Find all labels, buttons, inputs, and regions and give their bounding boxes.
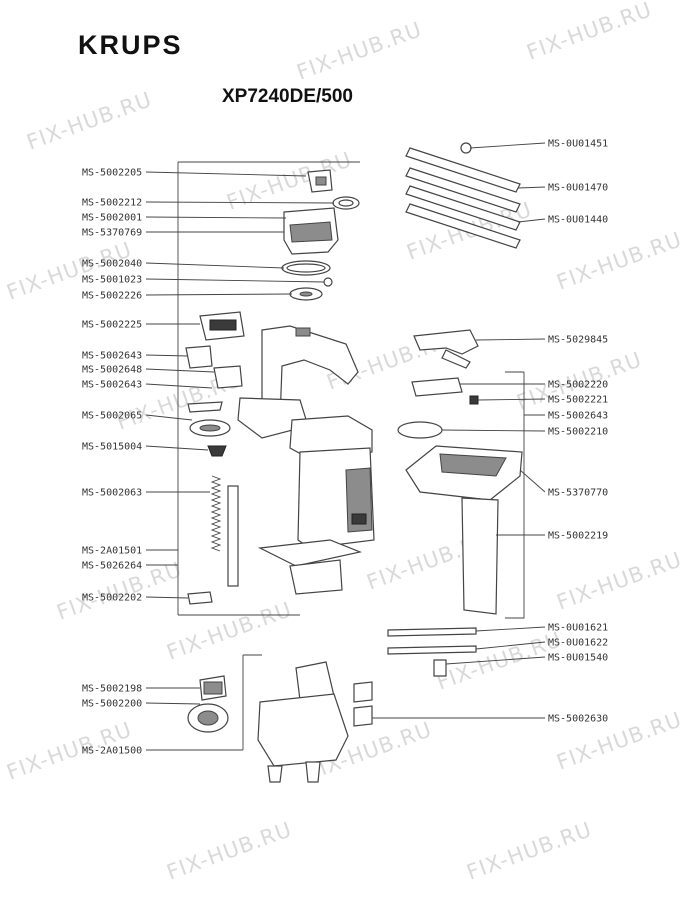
leader-line	[469, 142, 546, 149]
part-label-right: MS-0U01622	[548, 638, 608, 649]
part-label-left: MS-5002226	[82, 291, 142, 302]
part-label-left: MS-5002643	[82, 380, 142, 391]
leader-line	[475, 626, 546, 632]
part-label-left: MS-5002202	[82, 593, 142, 604]
watermark-text: FIX-HUB.RU	[294, 17, 426, 84]
part-label-left: MS-5002063	[82, 488, 142, 499]
leader-line	[145, 368, 215, 373]
leader-line	[145, 201, 335, 204]
part-label-left: MS-2A01500	[82, 746, 142, 757]
part-label-left: MS-5002648	[82, 365, 142, 376]
spring-and-tube	[187, 475, 239, 605]
leader-line	[475, 641, 546, 650]
watermark-text: FIX-HUB.RU	[164, 597, 296, 664]
part-label-right: MS-5002220	[548, 380, 608, 391]
bottom-assembly	[187, 661, 373, 783]
part-label-left: MS-5002212	[82, 198, 142, 209]
part-label-right: MS-0U01440	[548, 215, 608, 226]
part-label-left: MS-5002001	[82, 213, 142, 224]
brand-logo: KRUPS	[78, 30, 183, 60]
leader-line	[517, 186, 546, 189]
part-label-left: MS-5026264	[82, 561, 142, 572]
leader-line	[475, 338, 546, 341]
watermark-text: FIX-HUB.RU	[554, 547, 686, 614]
leader-line	[145, 445, 209, 451]
watermark-text: FIX-HUB.RU	[524, 0, 656, 65]
part-label-right: MS-0U01470	[548, 183, 608, 194]
leader-line	[145, 171, 307, 177]
part-label-right: MS-0U01540	[548, 653, 608, 664]
part-label-left: MS-5002643	[82, 351, 142, 362]
heating-tubes	[405, 142, 521, 249]
part-label-right: MS-5002630	[548, 714, 608, 725]
part-label-left: MS-5002040	[82, 259, 142, 270]
part-label-left: MS-5015004	[82, 442, 142, 453]
main-frame	[237, 325, 359, 439]
part-label-left: MS-5001023	[82, 275, 142, 286]
leader-line	[145, 293, 293, 296]
filter-holder-group	[281, 169, 360, 301]
leader-line	[445, 656, 546, 665]
part-label-left: MS-5002205	[82, 168, 142, 179]
watermark-text: FIX-HUB.RU	[164, 817, 296, 884]
part-label-left: MS-5002200	[82, 699, 142, 710]
left-part-labels: MS-5002205MS-5002212MS-5002001MS-5370769…	[82, 168, 335, 757]
leader-line	[477, 398, 546, 401]
leader-line	[145, 216, 287, 219]
part-label-right: MS-5002219	[548, 531, 608, 542]
part-label-left: MS-5002198	[82, 684, 142, 695]
watermark-text: FIX-HUB.RU	[554, 227, 686, 294]
valve-clips-group	[185, 311, 245, 457]
part-label-right: MS-5029845	[548, 335, 608, 346]
part-label-right: MS-0U01621	[548, 623, 608, 634]
part-label-right: MS-5002210	[548, 427, 608, 438]
model-number: XP7240DE/500	[222, 86, 353, 107]
right-bracket-lines	[505, 371, 525, 619]
leader-line	[145, 278, 325, 283]
leader-line	[145, 383, 213, 389]
part-label-right: MS-5002221	[548, 395, 608, 406]
part-label-right: MS-0U01451	[548, 139, 608, 150]
leader-line	[145, 414, 193, 421]
part-label-left: MS-5002065	[82, 411, 142, 422]
part-label-right: MS-5370770	[548, 488, 608, 499]
boiler-unit	[257, 415, 375, 595]
watermark-text: FIX-HUB.RU	[24, 87, 156, 154]
leader-line	[145, 354, 189, 357]
right-components	[387, 329, 523, 677]
part-label-left: MS-5002225	[82, 320, 142, 331]
leader-line	[145, 262, 285, 269]
leader-line	[517, 218, 546, 223]
right-part-labels: MS-0U01451MS-0U01470MS-0U01440MS-5029845…	[372, 139, 608, 725]
part-label-left: MS-2A01501	[82, 546, 142, 557]
part-label-right: MS-5002643	[548, 411, 608, 422]
leader-line	[145, 702, 201, 705]
watermark-text: FIX-HUB.RU	[434, 627, 566, 694]
leader-line	[519, 469, 546, 493]
leader-line	[145, 596, 189, 599]
part-label-left: MS-5370769	[82, 228, 142, 239]
leader-line	[441, 429, 546, 432]
watermark-text: FIX-HUB.RU	[464, 817, 596, 884]
left-bracket-lines	[177, 161, 360, 750]
